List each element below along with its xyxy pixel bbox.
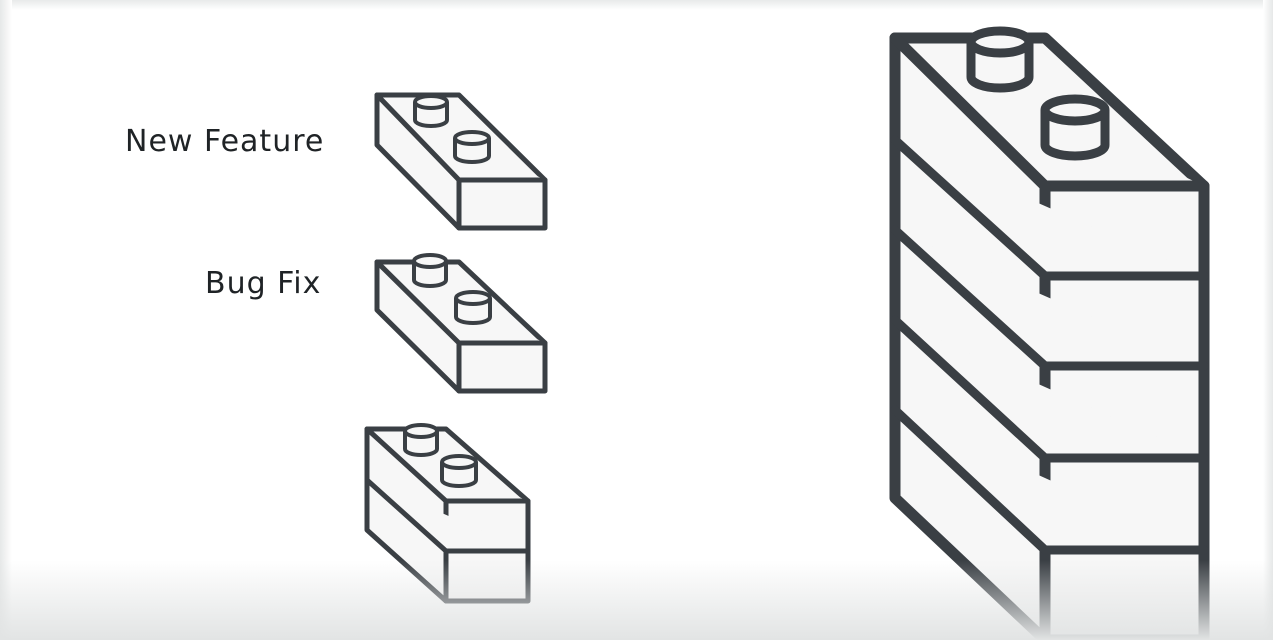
tall-brick-stack [889, 26, 1210, 640]
tall-brick-stack-seam-4 [890, 405, 1209, 555]
new-feature-label: New Feature [125, 124, 324, 159]
new-feature-stud-1 [413, 94, 449, 128]
bug-fix-label: Bug Fix [205, 266, 321, 301]
two-brick-stack [364, 423, 531, 604]
two-brick-stack-stud-2 [440, 454, 478, 488]
tall-brick-stack-seam-2 [890, 225, 1209, 371]
tall-brick-stack-seam-1 [890, 135, 1209, 281]
new-feature-brick [374, 92, 548, 231]
bug-fix-stud-1 [412, 253, 448, 288]
frame-right-edge [1263, 0, 1273, 640]
bug-fix-stud-2 [454, 290, 492, 325]
frame-top-edge [0, 0, 1273, 10]
tall-brick-stack-seam-3 [890, 315, 1209, 463]
frame-left-edge [0, 0, 12, 640]
tall-brick-stack-stud-1 [966, 26, 1034, 93]
bug-fix-brick [374, 253, 548, 394]
tall-brick-stack-stud-2 [1040, 94, 1110, 161]
new-feature-stud-2 [453, 130, 491, 164]
two-brick-stack-stud-1 [403, 423, 439, 457]
two-brick-stack-seam [364, 477, 531, 554]
